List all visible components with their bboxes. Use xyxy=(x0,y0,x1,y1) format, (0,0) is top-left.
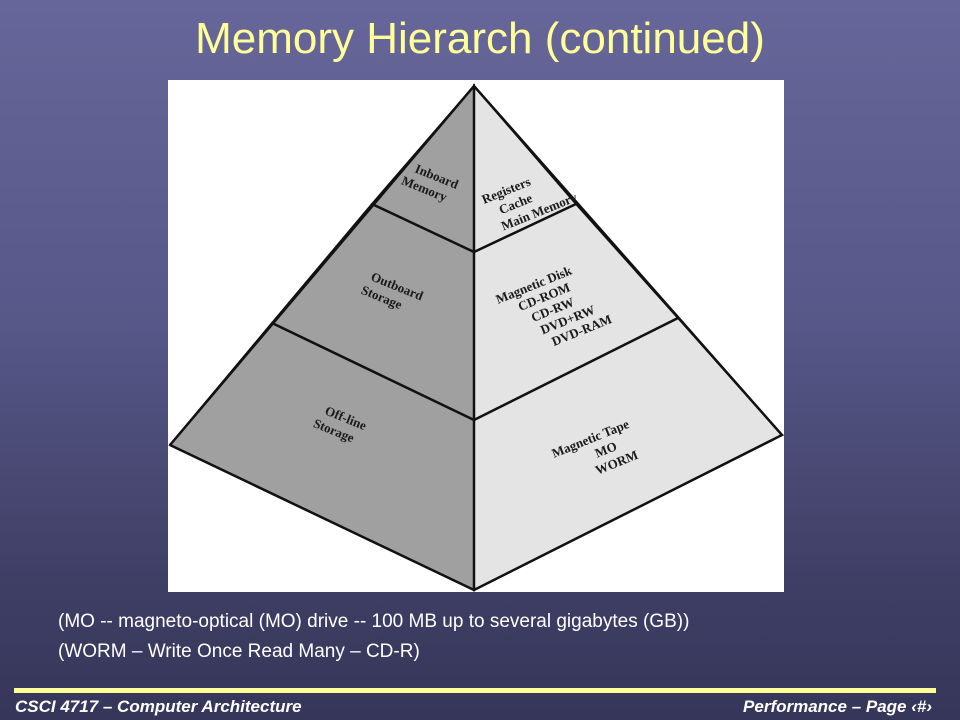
tier-divider-1 xyxy=(371,202,577,254)
slide-title: Memory Hierarch (continued) xyxy=(195,14,765,63)
memory-hierarchy-diagram: Inboard Memory Registers Cache Main Memo… xyxy=(168,80,784,592)
tier-divider-2 xyxy=(271,316,679,422)
footer-page: Performance – Page ‹#› xyxy=(743,697,932,716)
note-mo: (MO -- magneto-optical (MO) drive -- 100… xyxy=(58,611,690,632)
pyramid-svg: Inboard Memory Registers Cache Main Memo… xyxy=(168,83,784,592)
footer-course: CSCI 4717 – Computer Architecture xyxy=(15,697,302,716)
notes: (MO -- magneto-optical (MO) drive -- 100… xyxy=(58,607,938,667)
footer-rule xyxy=(14,688,936,693)
note-worm: (WORM – Write Once Read Many – CD-R) xyxy=(58,641,420,662)
